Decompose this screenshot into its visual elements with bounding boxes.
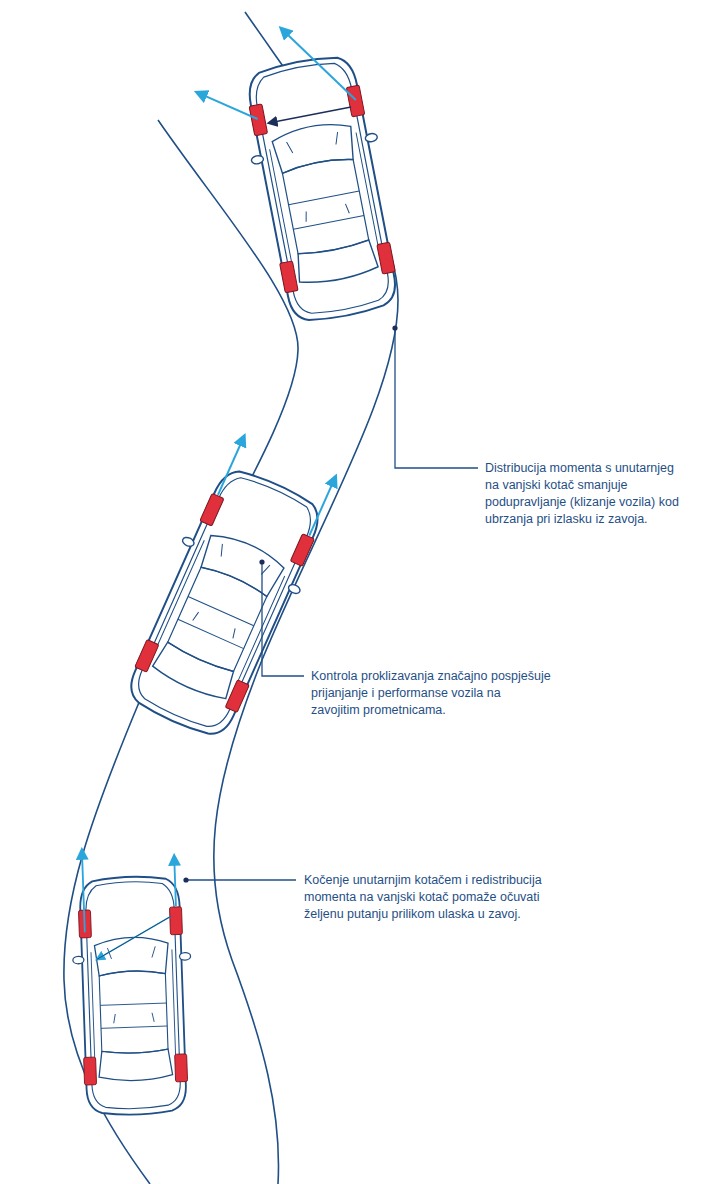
callout-text: Distribucija momenta s unutarnjeg na van… (485, 460, 690, 528)
callout-text: Kontrola proklizavanja značajno pospješu… (311, 668, 551, 719)
car-entry (69, 846, 196, 1117)
leader-line (186, 328, 478, 880)
car-exit (187, 14, 409, 336)
leader-dot (183, 325, 397, 882)
callout-text: Kočenje unutarnjim kotačem i redistribuc… (304, 872, 544, 923)
